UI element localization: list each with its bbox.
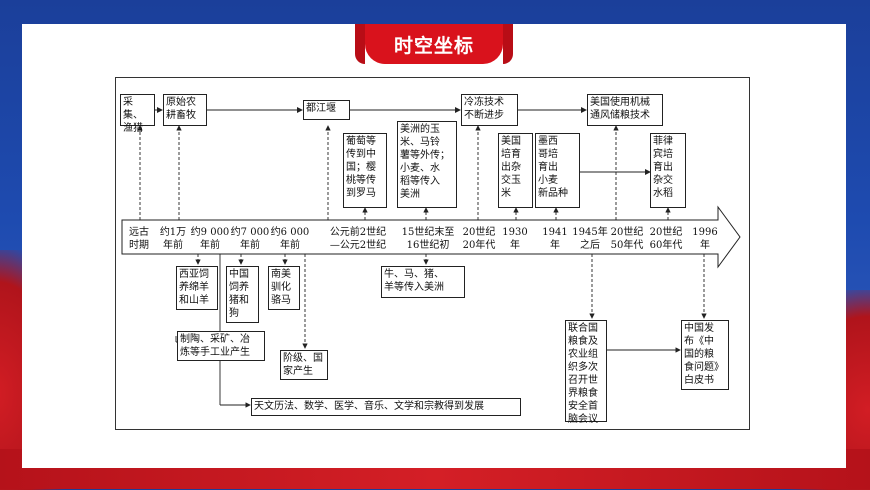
box-handicraft: 制陶、采矿、冶 炼等手工业产生 <box>177 331 265 361</box>
tick-9000-years: 约9 000 年前 <box>190 227 230 251</box>
tick-2nd-century: 公元前2世纪 —公元2世纪 <box>329 227 387 251</box>
box-hybrid-corn: 美国 培育 出杂 交玉 米 <box>498 133 533 208</box>
tick-1996: 1996 年 <box>692 227 718 251</box>
box-mexico-wheat: 墨西 哥培 育出 小麦 新品种 <box>535 133 580 208</box>
tick-1930: 1930 年 <box>502 227 528 251</box>
box-livestock-americas: 牛、马、猪、 羊等传入美洲 <box>381 266 465 298</box>
box-dujiangyan: 都江堰 <box>303 100 350 120</box>
page-title: 时空坐标 <box>355 24 513 64</box>
tick-1960s: 20世纪 60年代 <box>649 227 683 251</box>
tick-15th-16th-century: 15世纪末至 16世纪初 <box>401 227 455 251</box>
tick-after-1945: 1945年 之后 <box>572 227 608 251</box>
box-freezing-tech: 冷冻技术 不断进步 <box>461 94 518 126</box>
box-china-white-paper: 中国发 布《中 国的粮 食问题》 白皮书 <box>681 320 729 390</box>
box-class-state: 阶级、国 家产生 <box>280 350 328 380</box>
box-west-asia-sheep: 西亚饲 养绵羊 和山羊 <box>176 266 218 310</box>
box-china-pigs-dogs: 中国 饲养 猪和 狗 <box>226 266 259 323</box>
tick-10000-years: 约1万 年前 <box>159 227 187 251</box>
box-grapes-spread: 葡萄等 传到中 国；樱 桃等传 到罗马 <box>343 133 387 208</box>
tick-6000-years: 约6 000 年前 <box>270 227 310 251</box>
box-culture-development: 天文历法、数学、医学、音乐、文学和宗教得到发展 <box>251 398 521 416</box>
box-mechanical-ventilation: 美国使用机械 通风储粮技术 <box>587 94 663 126</box>
box-gathering-fishing: 采集、 渔猎 <box>120 94 155 134</box>
tick-remote-antiquity: 远古 时期 <box>129 227 149 251</box>
box-fao-summit: 联合国 粮食及 农业组 织多次 召开世 界粮食 安全首 脑会议 <box>565 320 607 425</box>
box-south-america-llama: 南美 驯化 骆马 <box>268 266 300 310</box>
tick-1941: 1941 年 <box>542 227 568 251</box>
box-hybrid-rice: 菲律 宾培 育出 杂交 水稻 <box>650 133 686 208</box>
box-primitive-farming: 原始农 耕畜牧 <box>163 94 207 126</box>
box-americas-crops: 美洲的玉 米、马铃 薯等外传； 小麦、水 稻等传入 美洲 <box>397 121 457 208</box>
tick-1950s: 20世纪 50年代 <box>610 227 644 251</box>
tick-1920s: 20世纪 20年代 <box>462 227 496 251</box>
tick-7000-years: 约7 000 年前 <box>230 227 270 251</box>
